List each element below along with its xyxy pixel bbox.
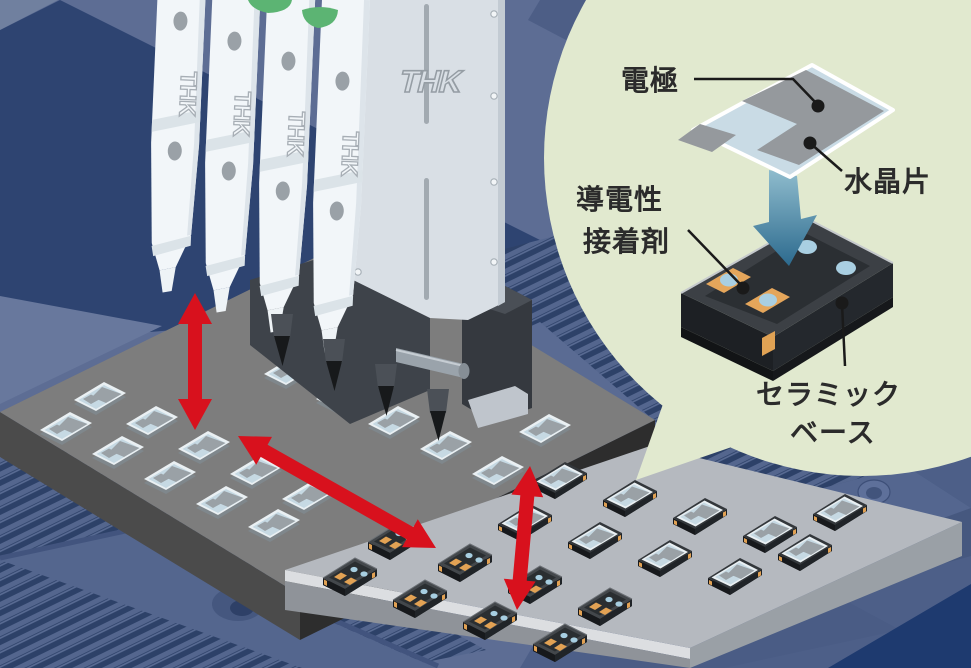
leader-line-crystal xyxy=(809,142,843,172)
arm-hole xyxy=(275,181,290,201)
thk-logo: THK xyxy=(174,71,202,118)
actuator-arm: THK xyxy=(313,0,371,353)
transfer-arrow-diagonal xyxy=(238,436,436,548)
base-cavity-floor xyxy=(705,233,870,324)
green-cap xyxy=(302,7,338,28)
leader-dot-adhesive xyxy=(736,281,750,295)
label-ceramic-base-line1: セラミック xyxy=(756,378,901,411)
placement-arrow xyxy=(753,170,817,266)
drive-shaft-highlight xyxy=(395,349,465,367)
drive-shaft-cap xyxy=(458,363,470,379)
adhesive-dot xyxy=(836,261,856,275)
transfer-arrow-vertical-right xyxy=(503,466,544,610)
actuator-arm: THK xyxy=(259,0,317,333)
pick-nozzle xyxy=(427,389,449,441)
thk-logo: THK xyxy=(336,131,364,178)
leader-line-electrode xyxy=(694,77,818,105)
thk-logo: THK xyxy=(396,64,467,98)
thk-logo: THK xyxy=(228,91,256,138)
arm-hole xyxy=(221,161,236,181)
tray-top xyxy=(285,446,962,648)
arm-hole xyxy=(227,31,242,51)
machine-body-edge-right xyxy=(498,0,505,306)
leader-dot-electrode xyxy=(811,99,825,113)
electrode-area xyxy=(742,70,884,165)
arm-hole xyxy=(167,141,182,161)
thk-logo: THK xyxy=(282,111,310,158)
arm-hole xyxy=(329,201,344,221)
label-ceramic-base-line2: ベース xyxy=(790,416,876,449)
machine-body: THK xyxy=(345,0,505,320)
body-slot-upper xyxy=(424,4,429,124)
arm-hole xyxy=(281,51,296,71)
actuator-arms: THK THK THK xyxy=(151,0,371,353)
actuator-arm: THK xyxy=(205,0,263,313)
arm-hole xyxy=(173,11,188,31)
label-crystal-piece: 水晶片 xyxy=(844,165,931,198)
callout-crystal-plate xyxy=(678,63,895,179)
background-navy-corner xyxy=(828,584,971,668)
transfer-arrow-vertical-left xyxy=(178,293,212,430)
background-light-wedge xyxy=(0,296,162,404)
label-electrode: 電極 xyxy=(621,64,679,97)
arm-hole xyxy=(335,71,350,91)
electrode-tab xyxy=(678,124,736,152)
actuator-arm: THK xyxy=(151,0,209,293)
pick-nozzle xyxy=(271,314,293,366)
leader-line-base xyxy=(840,303,847,367)
bubble-tail xyxy=(636,390,752,480)
transfer-arrows xyxy=(178,293,544,610)
adhesive-dot xyxy=(797,240,817,254)
leader-line-adhesive xyxy=(687,229,743,287)
leader-dot-base xyxy=(835,296,849,310)
base-castellation xyxy=(762,331,775,356)
adhesive-dot xyxy=(759,293,777,307)
green-cap xyxy=(248,0,292,13)
drive-shaft xyxy=(396,348,464,378)
machine-body-face xyxy=(345,0,505,320)
thk-mounting-machine: THK THK THK xyxy=(151,0,532,441)
tray-side-front xyxy=(0,412,300,640)
leader-dot-crystal xyxy=(803,136,817,150)
tray-side-right xyxy=(690,522,962,668)
detail-callout-bubble: 電極 水晶片 導電性 接着剤 セラミック ベース xyxy=(544,0,971,480)
body-slot-lower xyxy=(424,178,429,300)
label-conductive-adhesive-line1: 導電性 xyxy=(576,183,663,216)
carriage-foot xyxy=(468,386,528,428)
label-conductive-adhesive-line2: 接着剤 xyxy=(583,225,670,258)
background-corner-wedge xyxy=(0,0,58,30)
pick-nozzle xyxy=(323,339,345,391)
output-tray xyxy=(285,446,962,668)
pick-nozzles xyxy=(271,314,449,441)
pick-nozzle xyxy=(375,364,397,416)
callout-ceramic-base xyxy=(680,218,894,381)
